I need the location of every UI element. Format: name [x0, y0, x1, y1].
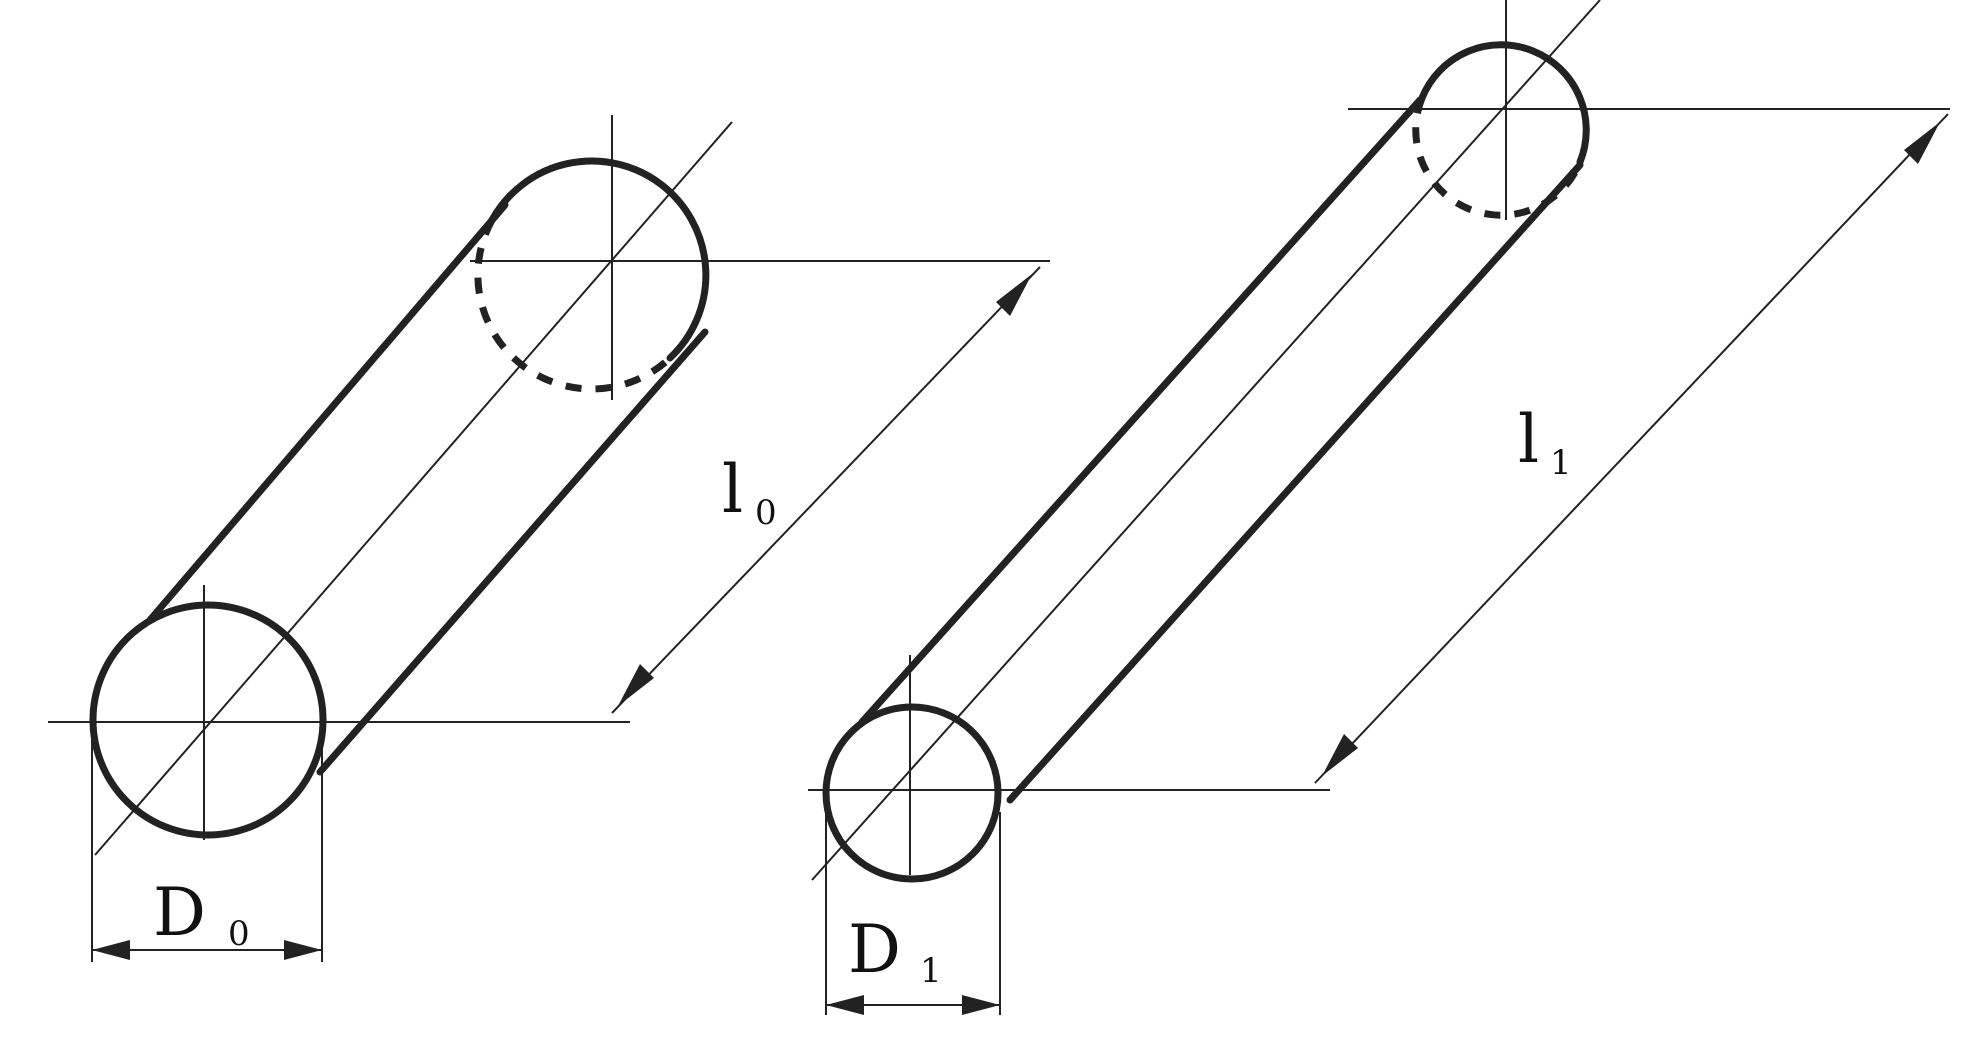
right-cylinder-axis	[811, 0, 1601, 881]
right-cylinder-lower-side	[1006, 161, 1584, 804]
left-length-arrow-bottom	[618, 664, 654, 706]
right-length-label: l	[1518, 401, 1539, 478]
left-cylinder-lower-side	[316, 328, 709, 776]
right-length-arrow-top	[1904, 122, 1940, 164]
left-length-dimension-line	[611, 266, 1041, 714]
left-cylinder: l 0 D 0	[48, 115, 1050, 962]
left-length-label: l	[722, 451, 743, 528]
right-bottom-end-circle	[822, 703, 1002, 883]
right-diameter-label: D	[848, 911, 901, 988]
right-top-end-hidden-arc	[1412, 96, 1584, 219]
left-diameter-label-subscript: 0	[228, 914, 250, 954]
left-diameter-arrow-right	[284, 940, 322, 960]
right-cylinder-upper-side	[858, 96, 1424, 726]
right-top-end-arc	[1418, 41, 1590, 166]
right-diameter-label-subscript: 1	[920, 951, 942, 991]
right-length-arrow-bottom	[1322, 734, 1358, 776]
left-length-arrow-top	[996, 274, 1032, 316]
left-cylinder-upper-side	[146, 201, 509, 624]
left-top-end-arc	[488, 157, 710, 362]
right-cylinder: l 1 D 1	[808, 0, 1950, 1015]
left-diameter-arrow-left	[92, 940, 130, 960]
right-length-dimension-line	[1314, 113, 1949, 784]
right-diameter-arrow-left	[826, 995, 864, 1015]
left-length-label-subscript: 0	[755, 493, 777, 533]
left-bottom-end-circle	[89, 601, 327, 839]
left-diameter-label: D	[153, 874, 206, 951]
right-length-label-subscript: 1	[1550, 443, 1572, 483]
left-cylinder-axis	[94, 121, 733, 856]
right-diameter-arrow-right	[962, 995, 1000, 1015]
left-top-end-hidden-arc	[474, 218, 673, 393]
